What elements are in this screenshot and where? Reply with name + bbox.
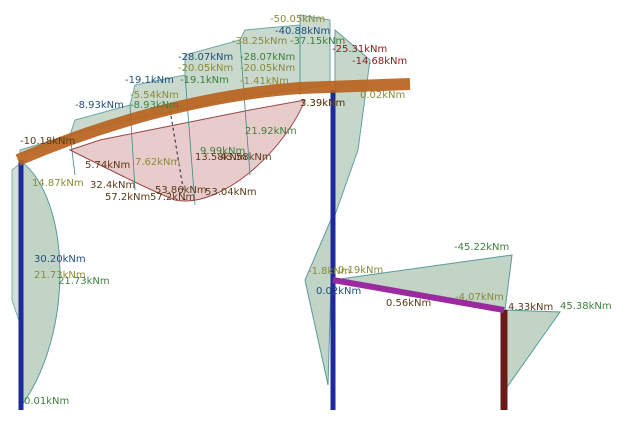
label-span-1: 5.74kNm — [85, 160, 130, 171]
label-arch-right3: 0.02kNm — [360, 90, 405, 101]
label-span-8: 57.2kNm — [105, 192, 150, 203]
label-arch-peak4: -37.15kNm — [290, 36, 345, 47]
label-span-3: 13.58kNm — [195, 152, 247, 163]
label-beam2-mid: 0.56kNm — [386, 298, 431, 309]
span-labels: 5.74kNm 7.62kNm 13.58kNm 43.58kNm 21.92k… — [85, 126, 297, 203]
label-span-7: 32.4kNm — [90, 180, 135, 191]
label-arch-6: -1.41kNm — [240, 76, 289, 87]
label-arch-3b: -28.07kNm — [240, 52, 295, 63]
label-beam2-end1: 4.33kNm — [508, 302, 553, 313]
label-left-col-mid3: 21.73kNm — [58, 276, 110, 287]
label-span-8b: 57.2kNm — [150, 192, 195, 203]
arch-labels: -10.18kNm -8.93kNm -8.93kNm -19.1kNm -19… — [20, 14, 407, 147]
label-beam2-end2: 45.38kNm — [560, 301, 612, 312]
label-mid-col-2: 0.02kNm — [316, 286, 361, 297]
label-arch-2: -19.1kNm — [125, 75, 174, 86]
label-beam2-mid2: -4.07kNm — [455, 292, 504, 303]
label-beam2-top: -45.22kNm — [454, 242, 509, 253]
arch-beam[interactable] — [15, 78, 411, 166]
label-mid-col-3: -1.8kNm — [308, 266, 351, 277]
label-span-6: 9.99kNm — [200, 146, 245, 157]
label-left-col-top: 14.87kNm — [32, 178, 84, 189]
label-span-4: 43.58kNm — [220, 152, 272, 163]
label-arch-left-top: -10.18kNm — [20, 136, 75, 147]
label-left-col-mid2: 21.73kNm — [34, 270, 86, 281]
right-column-moment-area — [504, 309, 561, 392]
label-arch-right5: 3.39kNm — [300, 98, 345, 109]
label-arch-right4: 3.39kNm — [300, 98, 345, 109]
label-left-col-mid1: 30.20kNm — [34, 254, 86, 265]
label-arch-right1: -25.31kNm — [332, 44, 387, 55]
label-arch-1: -8.93kNm — [75, 100, 124, 111]
label-arch-peak2: -40.88kNm — [275, 26, 330, 37]
beam-purple[interactable] — [332, 277, 505, 313]
left-column-moment-area — [21, 160, 61, 407]
label-arch-peak3: -38.25kNm — [232, 36, 287, 47]
label-arch-1b: -8.93kNm — [130, 100, 179, 111]
left-column-labels: 14.87kNm 30.20kNm 21.73kNm 21.73kNm 0.01… — [24, 178, 110, 407]
label-arch-peak: -50.05kNm — [270, 14, 325, 25]
label-span-10: 53.86kNm — [155, 185, 207, 196]
beam2-labels: -45.22kNm 0.56kNm -4.07kNm 4.33kNm 45.38… — [386, 242, 612, 313]
label-arch-5: -20.05kNm — [178, 63, 233, 74]
label-arch-2b: -19.1kNm — [180, 75, 229, 86]
label-arch-3: -28.07kNm — [178, 52, 233, 63]
label-left-col-bottom: 0.01kNm — [24, 396, 69, 407]
label-span-2: 7.62kNm — [135, 157, 180, 168]
label-arch-right2: -14.68kNm — [352, 56, 407, 67]
label-span-9: 53.04kNm — [205, 187, 257, 198]
label-arch-4: -5.54kNm — [130, 90, 179, 101]
label-span-5: 21.92kNm — [245, 126, 297, 137]
label-arch-5b: -20.05kNm — [240, 63, 295, 74]
middle-column-moment-area — [304, 214, 334, 386]
middle-column-labels: 0.19kNm 0.02kNm -1.8kNm — [308, 265, 383, 297]
label-mid-col-1: 0.19kNm — [338, 265, 383, 276]
